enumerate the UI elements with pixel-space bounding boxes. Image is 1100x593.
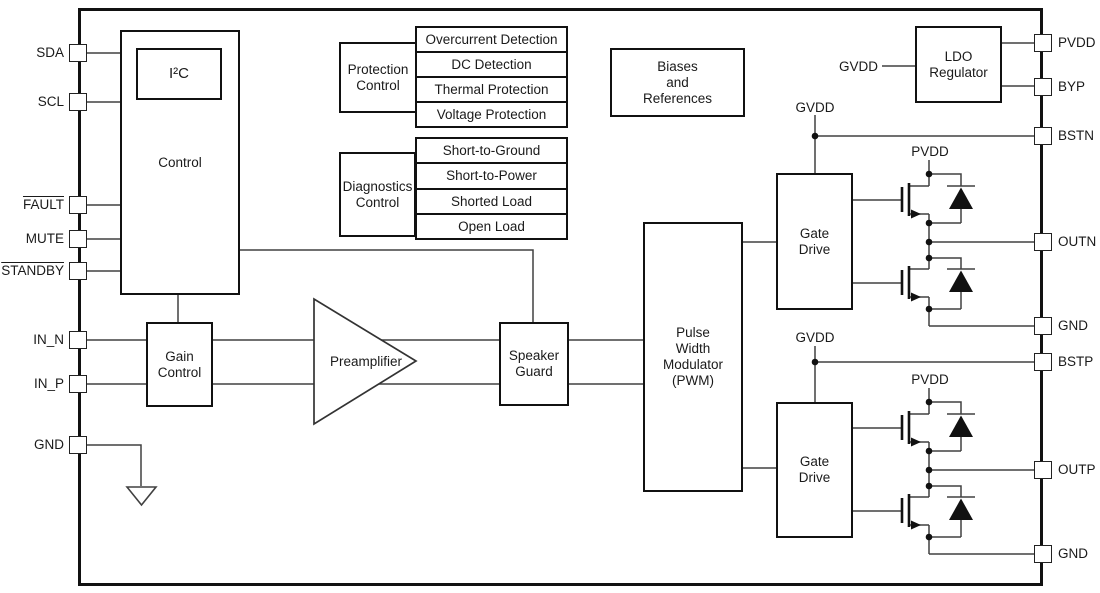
pin-label-gnd-n: GND — [1058, 318, 1088, 333]
pin-sda — [69, 44, 87, 62]
output-stage-n — [851, 158, 1036, 328]
pin-outp — [1034, 461, 1052, 479]
pin-label-fault: FAULT — [22, 197, 64, 212]
protection-row: Voltage Protection — [417, 101, 566, 126]
net-label-pvdd-n: PVDD — [911, 144, 949, 159]
block-gain-control-label: Gain Control — [157, 348, 202, 380]
block-control-label: Control — [158, 154, 202, 170]
pin-label-gnd-p: GND — [1058, 546, 1088, 561]
pin-outn — [1034, 233, 1052, 251]
block-biases-references: Biases and References — [610, 48, 745, 117]
pin-bstp — [1034, 353, 1052, 371]
block-ldo-regulator-label: LDO Regulator — [929, 48, 988, 80]
pin-fault — [69, 196, 87, 214]
preamplifier-triangle — [313, 297, 418, 426]
block-gate-drive-p: Gate Drive — [776, 402, 853, 538]
pin-label-mute: MUTE — [25, 231, 64, 246]
block-gate-drive-p-label: Gate Drive — [798, 454, 831, 485]
pin-label-sda: SDA — [36, 45, 64, 60]
diagnostic-row: Short-to-Ground — [417, 139, 566, 163]
protection-row: Thermal Protection — [417, 76, 566, 101]
pin-in-p — [69, 375, 87, 393]
block-biases-references-label: Biases and References — [642, 58, 713, 106]
pin-label-standby: STANDBY — [1, 263, 64, 278]
block-diagnostics-control-label: Diagnostics Control — [342, 178, 413, 210]
pin-label-outn: OUTN — [1058, 234, 1097, 249]
pin-in-n — [69, 331, 87, 349]
output-stage-p — [851, 386, 1036, 556]
pin-gnd-n — [1034, 317, 1052, 335]
pin-label-byp: BYP — [1058, 79, 1086, 94]
pin-label-outp: OUTP — [1058, 462, 1096, 477]
block-speaker-guard: Speaker Guard — [499, 322, 569, 406]
protection-row: Overcurrent Detection — [417, 28, 566, 51]
pin-scl — [69, 93, 87, 111]
block-gate-drive-n-label: Gate Drive — [798, 225, 831, 257]
pin-mute — [69, 230, 87, 248]
net-label-gvdd-ldo: GVDD — [838, 59, 878, 74]
block-i2c: I²C — [136, 48, 222, 100]
block-pwm-label: Pulse Width Modulator (PWM) — [662, 325, 724, 388]
pin-byp — [1034, 78, 1052, 96]
protection-row: DC Detection — [417, 51, 566, 76]
diagnostic-row: Open Load — [417, 212, 566, 238]
net-label-gvdd-n: GVDD — [795, 100, 835, 115]
pin-label-bstp: BSTP — [1058, 354, 1094, 369]
junction-dots — [811, 132, 819, 366]
block-ldo-regulator: LDO Regulator — [915, 26, 1002, 103]
block-protection-control: Protection Control — [339, 42, 417, 113]
net-label-pvdd-p: PVDD — [911, 372, 949, 387]
block-i2c-label: I²C — [169, 65, 189, 82]
pin-gnd-p — [1034, 545, 1052, 563]
protection-function-list: Overcurrent Detection DC Detection Therm… — [415, 26, 568, 128]
block-speaker-guard-label: Speaker Guard — [508, 348, 560, 379]
pin-label-gnd-left: GND — [34, 437, 64, 452]
block-pwm: Pulse Width Modulator (PWM) — [643, 222, 743, 492]
pin-standby — [69, 262, 87, 280]
diagnostic-function-list: Short-to-Ground Short-to-Power Shorted L… — [415, 137, 568, 240]
block-gain-control: Gain Control — [146, 322, 213, 407]
pin-label-in-p: IN_P — [33, 376, 64, 391]
block-gate-drive-n: Gate Drive — [776, 173, 853, 310]
ground-symbol-icon — [125, 486, 158, 507]
pin-gnd-left — [69, 436, 87, 454]
pin-pvdd — [1034, 34, 1052, 52]
pin-label-pvdd: PVDD — [1058, 35, 1096, 50]
diagnostic-row: Short-to-Power — [417, 162, 566, 188]
pin-bstn — [1034, 127, 1052, 145]
pin-label-bstn: BSTN — [1058, 128, 1095, 143]
signal-wires — [87, 42, 1034, 486]
pin-label-scl: SCL — [37, 94, 64, 109]
pin-label-in-n: IN_N — [33, 332, 64, 347]
diagnostic-row: Shorted Load — [417, 187, 566, 213]
block-protection-control-label: Protection Control — [347, 61, 409, 93]
block-preamplifier-label: Preamplifier — [329, 354, 403, 369]
net-label-gvdd-p: GVDD — [795, 330, 835, 345]
block-diagnostics-control: Diagnostics Control — [339, 152, 416, 237]
